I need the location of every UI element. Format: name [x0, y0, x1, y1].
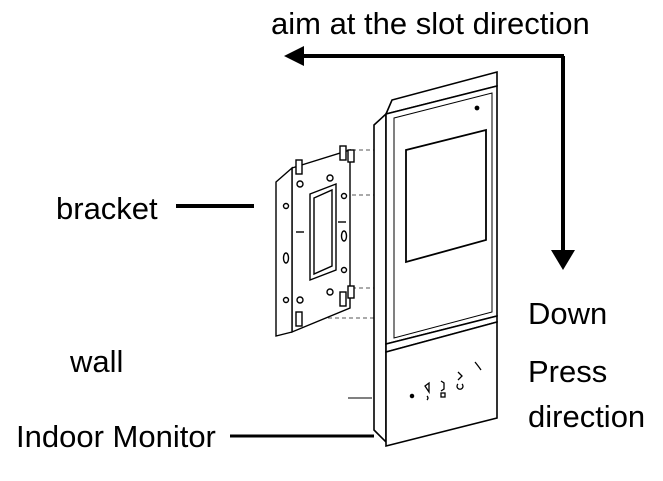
down-label: Down — [528, 296, 608, 331]
slot-direction-arrow — [284, 46, 575, 270]
bracket-label: bracket — [56, 191, 158, 226]
leader-lines — [176, 204, 374, 438]
slot-direction-label: aim at the slot direction — [271, 6, 590, 41]
indoor-monitor-label: Indoor Monitor — [16, 419, 216, 454]
indoor-monitor-drawing — [348, 70, 498, 448]
bracket-drawing — [275, 145, 355, 337]
direction-label: direction — [528, 399, 646, 434]
button-icons — [409, 361, 482, 401]
press-label: Press — [528, 354, 608, 389]
wall-label: wall — [70, 344, 124, 379]
